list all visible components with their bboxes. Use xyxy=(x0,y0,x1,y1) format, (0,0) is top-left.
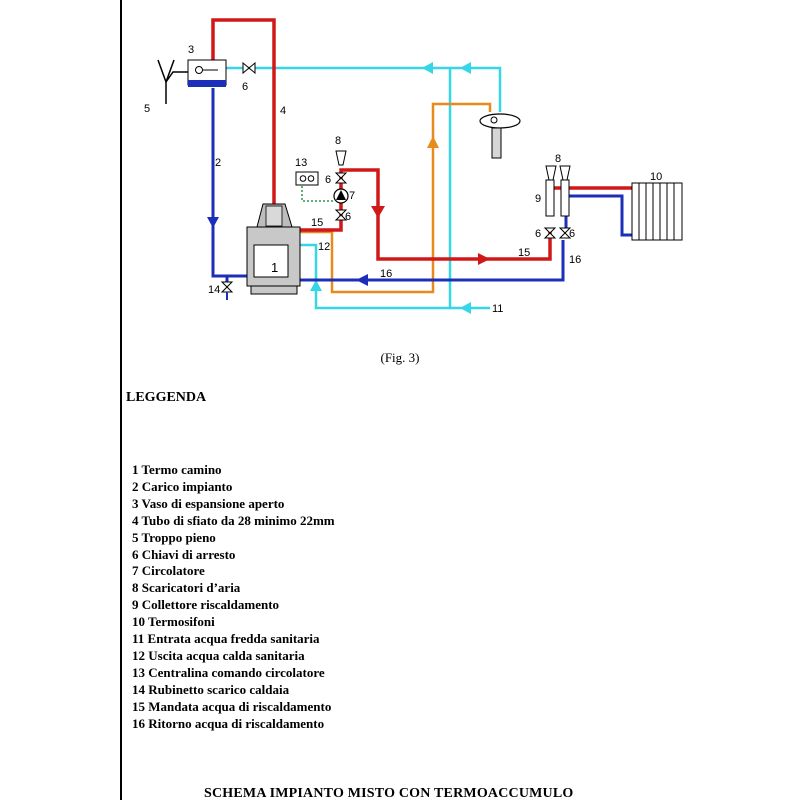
page-left-border xyxy=(120,0,122,800)
label-12: 12 xyxy=(318,241,330,253)
legend-item: 16 Ritorno acqua di riscaldamento xyxy=(132,715,325,731)
legend-item: 9 Collettore riscaldamento xyxy=(132,597,280,613)
valve-icon xyxy=(558,227,572,239)
label-8-pump: 8 xyxy=(335,135,341,147)
valve-icon xyxy=(242,61,256,75)
arrow-up-icon xyxy=(427,136,439,148)
arrow-down-icon xyxy=(371,206,385,218)
legend-item: 15 Mandata acqua di riscaldamento xyxy=(132,698,332,714)
label-16-collector: 16 xyxy=(569,254,581,266)
label-10: 10 xyxy=(650,171,662,183)
sanitary-hot-water-lines xyxy=(300,102,492,294)
legend-title: LEGGENDA xyxy=(126,390,207,405)
valve-icon xyxy=(543,227,557,239)
label-6-collector-right: 6 xyxy=(569,228,575,240)
boiler-icon xyxy=(246,203,301,295)
valve-icon xyxy=(334,209,348,221)
cold-water-arrows xyxy=(310,62,471,314)
radiator-icon xyxy=(631,182,683,241)
heating-collector xyxy=(545,179,570,217)
legend-item: 4 Tubo di sfiato da 28 minimo 22mm xyxy=(132,512,335,528)
label-8-collector: 8 xyxy=(555,153,561,165)
legend-item: 7 Circolatore xyxy=(132,563,205,579)
arrow-up-icon xyxy=(310,280,322,291)
label-6-pump-top: 6 xyxy=(325,174,331,186)
arrow-left-icon xyxy=(422,62,433,74)
diagram-labels: 1 2 3 4 5 6 6 6 6 6 7 8 8 9 10 11 12 13 … xyxy=(144,44,662,315)
label-2: 2 xyxy=(215,157,221,169)
legend-item: 2 Carico impianto xyxy=(132,478,233,494)
figure-caption-text: (Fig. 3) xyxy=(380,350,420,365)
legend-item: 6 Chiavi di arresto xyxy=(132,546,236,562)
air-vent-icon xyxy=(335,150,347,166)
legend-item: 1 Termo camino xyxy=(132,462,222,477)
legend-item: 12 Uscita acqua calda sanitaria xyxy=(132,647,305,663)
controller-icon xyxy=(295,171,319,186)
label-9: 9 xyxy=(535,193,541,205)
label-6-tank: 6 xyxy=(242,81,248,93)
legend-item: 11 Entrata acqua fredda sanitaria xyxy=(132,631,320,647)
heating-system-diagram: 1 2 3 4 5 6 6 6 6 6 7 8 8 9 10 11 12 13 … xyxy=(144,18,683,315)
cold-water-lines xyxy=(226,66,502,310)
return-lines xyxy=(211,88,632,282)
label-3: 3 xyxy=(188,44,194,56)
controller-wiring xyxy=(301,186,333,202)
arrow-left-icon xyxy=(356,274,368,286)
legend-item: 3 Vaso di espansione aperto xyxy=(132,495,285,511)
air-vent-icon xyxy=(545,165,571,181)
label-5: 5 xyxy=(144,103,150,115)
label-6-collector-left: 6 xyxy=(535,228,541,240)
label-15-pump: 15 xyxy=(311,217,323,229)
return-arrows xyxy=(207,217,368,286)
label-14: 14 xyxy=(208,284,220,296)
valve-icon xyxy=(334,172,348,184)
expansion-tank-icon xyxy=(187,59,227,87)
arrow-right-icon xyxy=(478,253,490,265)
legend-item: 13 Centralina comando circolatore xyxy=(132,664,325,680)
water-heater-icon xyxy=(479,113,521,159)
label-4: 4 xyxy=(280,105,286,117)
legend-item: 10 Termosifoni xyxy=(132,614,215,630)
hot-flow-arrows xyxy=(371,206,490,265)
label-13: 13 xyxy=(295,157,307,169)
legend-list: 1 Termo camino 2 Carico impianto 3 Vaso … xyxy=(132,462,335,733)
schema-title: SCHEMA IMPIANTO MISTO CON TERMOACCUMULO xyxy=(204,786,574,801)
arrow-left-icon xyxy=(460,302,471,314)
valve-icon xyxy=(220,281,234,293)
legend-item: 5 Troppo pieno xyxy=(132,529,216,545)
label-15-collector: 15 xyxy=(518,247,530,259)
pump-icon xyxy=(333,188,349,204)
arrow-down-icon xyxy=(207,217,219,228)
legend-item: 14 Rubinetto scarico caldaia xyxy=(132,681,290,697)
figure-caption: (Fig. 3) xyxy=(0,350,800,366)
label-11: 11 xyxy=(492,303,503,315)
label-16-return: 16 xyxy=(380,268,392,280)
legend-item: 8 Scaricatori d’aria xyxy=(132,580,241,596)
label-6-pump-bottom: 6 xyxy=(345,211,351,223)
arrow-left-icon xyxy=(460,62,471,74)
label-7: 7 xyxy=(349,190,355,202)
overflow-funnel-icon xyxy=(157,59,188,104)
label-1: 1 xyxy=(271,260,278,275)
